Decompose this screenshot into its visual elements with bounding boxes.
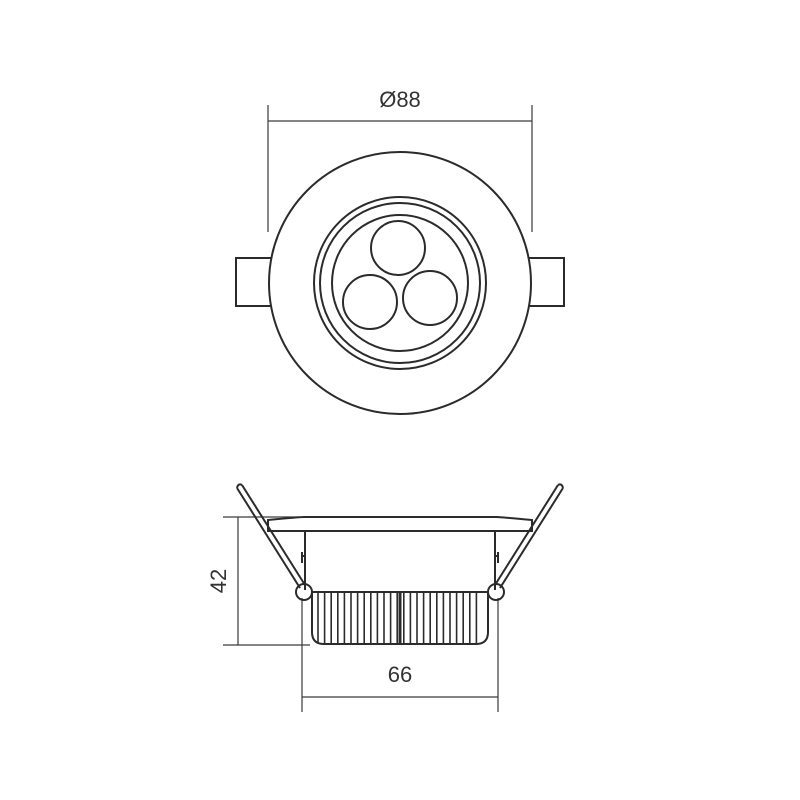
heatsink: [311, 591, 489, 645]
heatsink-fins: [317, 593, 478, 643]
led-left: [342, 274, 398, 330]
outer-trim-circle: [268, 151, 532, 415]
left-mounting-tab: [235, 257, 271, 307]
width-dimension: 66: [301, 598, 499, 712]
side-view: 42 66: [206, 483, 564, 712]
diameter-label: Ø88: [379, 87, 421, 112]
width-label: 66: [388, 662, 412, 687]
height-label: 42: [206, 569, 231, 593]
bezel-ring-outer: [313, 196, 487, 370]
led-right: [402, 270, 458, 326]
right-mounting-tab: [529, 257, 565, 307]
diameter-dimension: Ø88: [267, 87, 533, 232]
trim-flange: [267, 516, 533, 532]
right-spring-clip: [487, 483, 564, 601]
right-latch: [494, 552, 499, 563]
led-top: [370, 220, 426, 276]
left-spring-clip: [236, 483, 313, 601]
bezel-ring-middle: [319, 202, 481, 364]
bezel-ring-inner: [331, 214, 469, 352]
height-dimension: 42: [206, 516, 310, 646]
left-latch: [301, 552, 306, 563]
top-view: Ø88: [235, 87, 565, 415]
